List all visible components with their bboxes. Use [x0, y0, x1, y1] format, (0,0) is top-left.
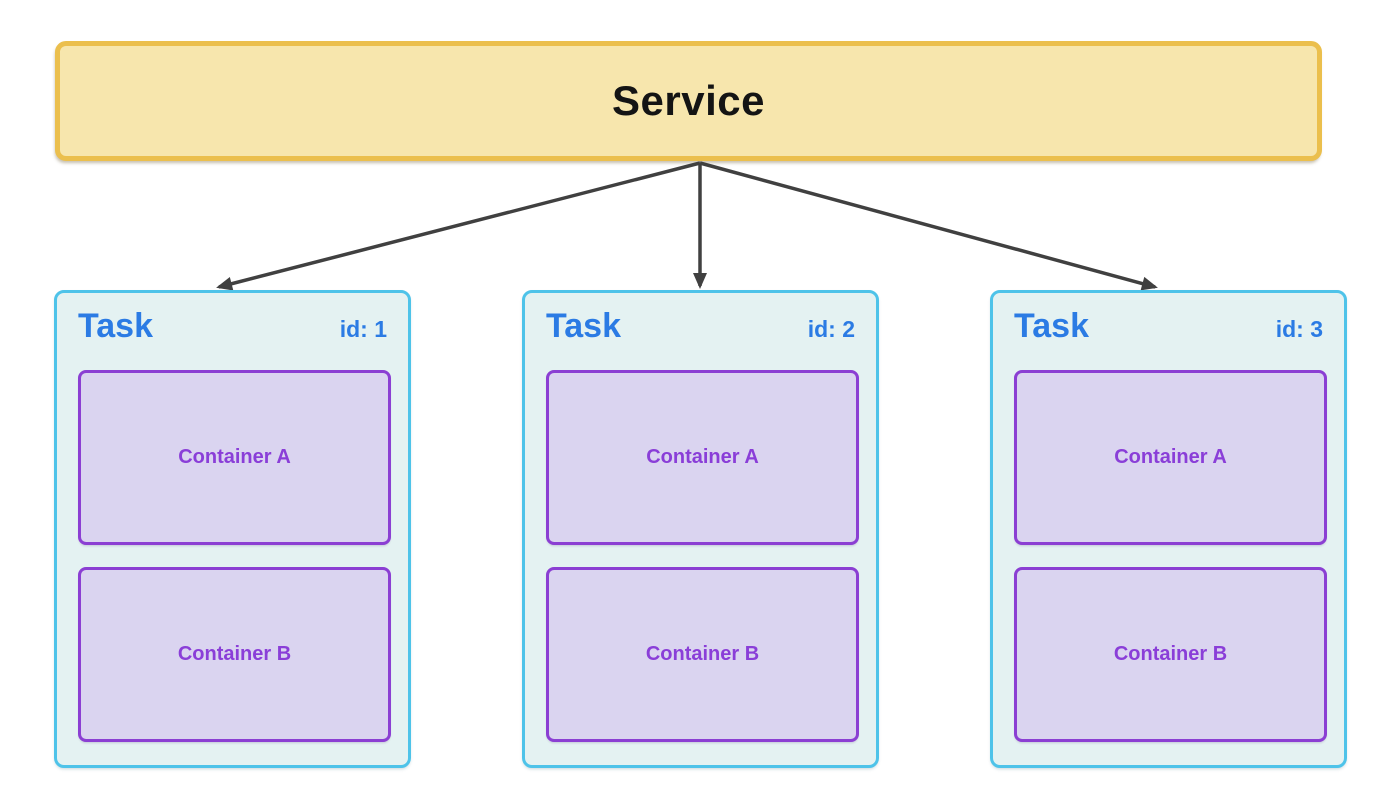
- container-b-label: Container B: [1113, 643, 1228, 665]
- task-header: Task id: 1: [78, 307, 387, 353]
- task-title: Task: [546, 307, 621, 345]
- container-a-node: Container A: [1014, 370, 1327, 545]
- task-id-badge: id: 1: [339, 316, 387, 342]
- container-b-node: Container B: [1014, 567, 1327, 742]
- container-b-label: Container B: [177, 643, 292, 665]
- task-id-badge: id: 3: [1275, 316, 1323, 342]
- container-a-label: Container A: [178, 446, 291, 468]
- container-a-node: Container A: [546, 370, 859, 545]
- container-b-node: Container B: [546, 567, 859, 742]
- container-a-node: Container A: [78, 370, 391, 545]
- task-node-2: Task id: 2 Container A Container B: [522, 290, 879, 768]
- container-a-label: Container A: [1114, 446, 1227, 468]
- task-node-1: Task id: 1 Container A Container B: [54, 290, 411, 768]
- task-header: Task id: 2: [546, 307, 855, 353]
- container-a-label: Container A: [646, 446, 759, 468]
- arrow-to-task-1: [216, 161, 701, 291]
- container-b-node: Container B: [78, 567, 391, 742]
- container-b-label: Container B: [645, 643, 760, 665]
- task-node-3: Task id: 3 Container A Container B: [990, 290, 1347, 768]
- task-title: Task: [1014, 307, 1089, 345]
- service-node: Service: [55, 41, 1322, 161]
- service-label: Service: [612, 77, 765, 124]
- arrow-to-task-3: [699, 161, 1158, 291]
- task-title: Task: [78, 307, 153, 345]
- task-header: Task id: 3: [1014, 307, 1323, 353]
- task-id-badge: id: 2: [807, 316, 855, 342]
